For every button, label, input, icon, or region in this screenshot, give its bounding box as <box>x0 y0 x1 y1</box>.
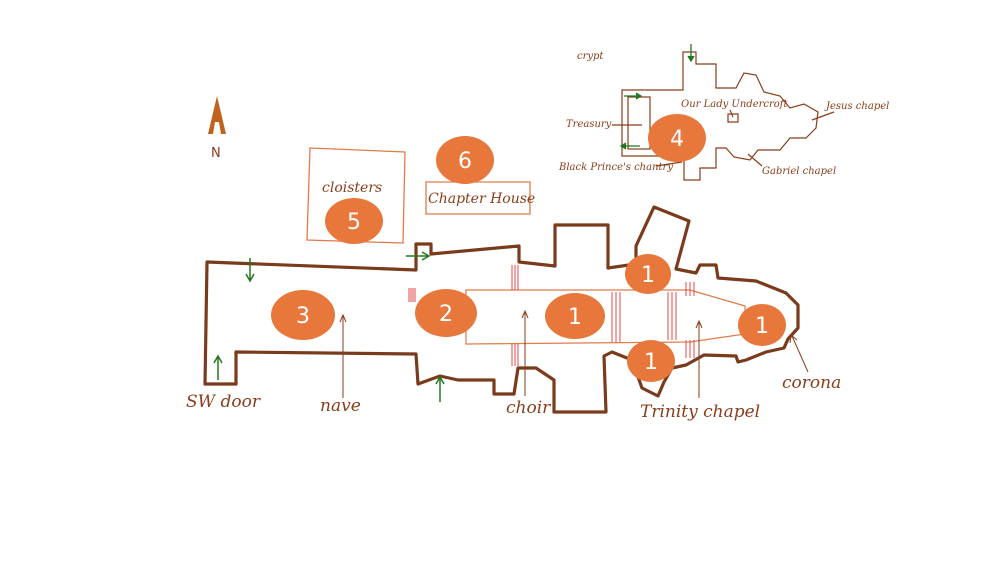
svg-text:4: 4 <box>670 127 684 152</box>
svg-text:1: 1 <box>568 305 582 330</box>
label-black-prince-chantry: Black Prince's chantry <box>558 162 673 173</box>
label-chapter-house: Chapter House <box>428 191 535 207</box>
label-our-lady-undercroft: Our Lady Undercroft <box>681 99 789 110</box>
chapter-house-outline <box>425 181 531 215</box>
step-north-chapel <box>685 282 695 296</box>
step-north-transept <box>511 265 519 290</box>
choir-pointer <box>521 309 529 396</box>
crypt-door-arrows <box>619 44 695 150</box>
badge-cloisters: 5 <box>325 198 383 244</box>
badge-north-chapel: 1 <box>625 254 671 294</box>
door-arrow-north-nave <box>406 251 431 261</box>
undercroft-pointer <box>729 109 734 118</box>
label-sw-door: SW door <box>186 392 261 412</box>
label-gabriel-chapel: Gabriel chapel <box>762 166 836 177</box>
svg-text:5: 5 <box>347 210 361 235</box>
compass: N <box>208 96 226 161</box>
crypt-door-arrow-1 <box>687 44 695 63</box>
label-jesus-chapel: Jesus chapel <box>824 101 889 112</box>
badges: 4 5 6 3 2 1 1 1 <box>271 114 786 382</box>
door-arrow-south-nave <box>435 375 445 402</box>
svg-text:1: 1 <box>755 314 769 339</box>
cloisters-outline <box>306 147 406 244</box>
badge-crossing: 2 <box>415 289 477 337</box>
svg-text:1: 1 <box>641 263 655 288</box>
badge-crypt: 4 <box>648 114 706 162</box>
badge-corona: 1 <box>738 304 786 346</box>
label-corona: corona <box>782 373 841 393</box>
black-prince-pointer <box>655 161 683 167</box>
svg-text:2: 2 <box>439 302 453 327</box>
step-markers <box>408 265 695 366</box>
label-treasury: Treasury <box>566 119 612 130</box>
compass-label: N <box>211 146 221 161</box>
door-arrow-sw <box>213 354 223 380</box>
crypt-door-arrow-2 <box>624 92 643 100</box>
gabriel-chapel-pointer <box>747 153 763 167</box>
svg-text:3: 3 <box>296 304 310 329</box>
label-choir: choir <box>506 398 551 418</box>
badge-choir: 1 <box>545 293 605 339</box>
trinity-pointer <box>695 319 703 398</box>
crypt-undercroft-niche <box>727 113 739 123</box>
cathedral-walls <box>203 205 800 414</box>
label-trinity-chapel: Trinity chapel <box>640 402 760 422</box>
crypt-outline <box>621 51 819 181</box>
svg-text:1: 1 <box>644 350 658 375</box>
door-arrows <box>213 251 445 402</box>
label-nave: nave <box>320 396 361 416</box>
crypt-door-arrow-3 <box>619 142 640 150</box>
north-arrow-icon <box>208 96 226 134</box>
step-choir-screen <box>611 292 621 342</box>
svg-text:6: 6 <box>458 149 472 174</box>
corona-pointer <box>789 334 809 373</box>
choir-inner-outline <box>465 289 746 345</box>
step-west-door <box>408 288 416 302</box>
jesus-chapel-pointer <box>811 111 835 121</box>
badge-south-chapel: 1 <box>627 340 675 382</box>
step-south-chapel <box>685 340 695 358</box>
label-crypt: crypt <box>577 51 604 62</box>
step-trinity <box>667 292 677 340</box>
door-arrow-nw <box>245 258 255 283</box>
crypt-plan <box>612 51 835 181</box>
labels: crypt Treasury Our Lady Undercroft Jesus… <box>186 51 889 422</box>
label-cloisters: cloisters <box>322 180 382 196</box>
step-south-transept <box>511 344 519 366</box>
label-pointers <box>339 309 809 398</box>
badge-nave: 3 <box>271 290 335 340</box>
nave-pointer <box>339 313 347 398</box>
badge-chapter-house: 6 <box>436 136 494 184</box>
crypt-treasury-room <box>627 96 651 150</box>
